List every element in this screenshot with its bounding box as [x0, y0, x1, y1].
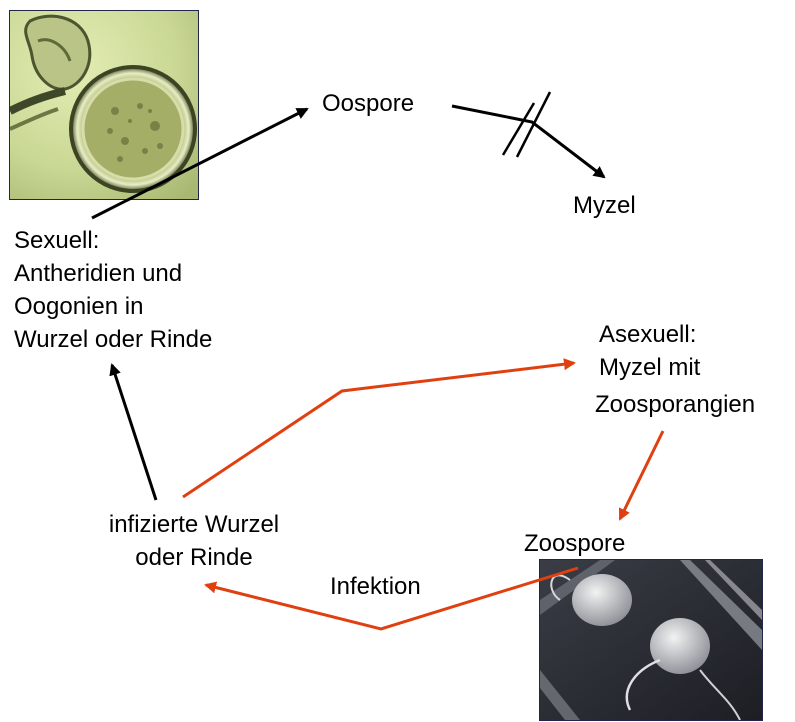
oospore-label: Oospore: [322, 88, 414, 120]
sexual-stage-label: Sexuell: Antheridien und Oogonien in Wur…: [14, 224, 212, 356]
infection-label: Infektion: [330, 571, 421, 603]
zoospore-label: Zoospore: [524, 528, 625, 560]
blocked-mark-1: [503, 103, 534, 155]
infected-line-1: infizierte Wurzel: [84, 508, 304, 541]
sexual-line-2: Antheridien und: [14, 257, 212, 290]
asexual-line-2: Myzel mit: [597, 351, 755, 384]
arrow-infected-to-sexual: [112, 365, 156, 500]
infected-line-2: oder Rinde: [84, 541, 304, 574]
asexual-line-1: Asexuell:: [597, 318, 755, 351]
myzel-label: Myzel: [573, 190, 636, 222]
arrow-infected-to-asexual: [183, 363, 574, 497]
infected-root-label: infizierte Wurzel oder Rinde: [84, 508, 304, 574]
sexual-line-4: Wurzel oder Rinde: [14, 323, 212, 356]
arrow-oospore-to-myzel: [452, 106, 604, 177]
asexual-line-3: Zoosporangien: [595, 388, 755, 421]
arrow-sexual-to-oospore: [92, 109, 307, 218]
arrow-asexual-to-zoospore: [620, 431, 663, 519]
asexual-stage-label: Asexuell: Myzel mit Zoosporangien: [597, 318, 755, 421]
sexual-line-3: Oogonien in: [14, 290, 212, 323]
sexual-line-1: Sexuell:: [14, 224, 212, 257]
